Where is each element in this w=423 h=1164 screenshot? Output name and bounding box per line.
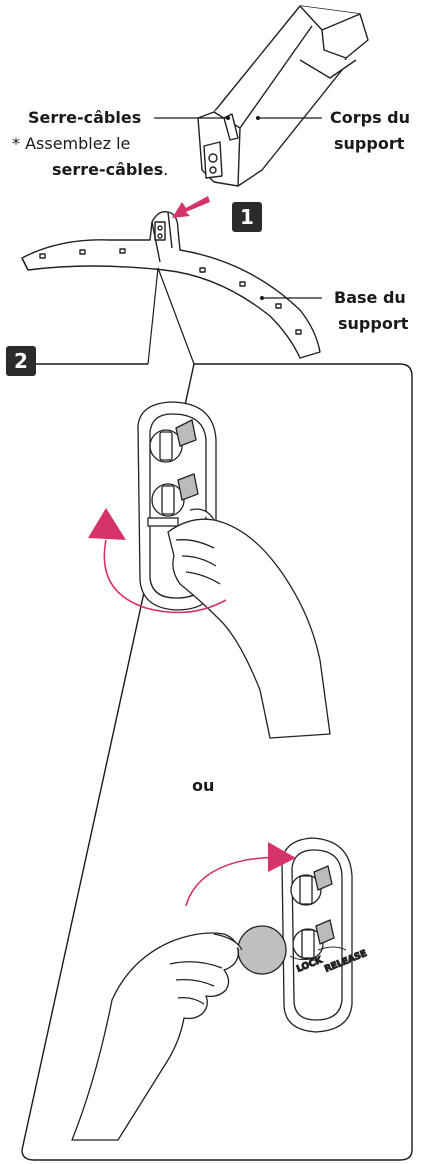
assembly-note-line2: serre-câbles. [52,160,168,180]
cable-holder-label: Serre-câbles [28,108,141,128]
stand-body-label-line2: support [334,134,404,154]
coin [238,926,286,974]
step-2-badge: 2 [6,346,36,376]
rotate-arrowhead-1 [88,508,126,540]
stand-base-label-line2: support [338,314,408,334]
detail-plate-2 [282,838,352,1032]
stand-base-drawing [22,212,320,358]
hand-2 [72,933,242,1140]
step1-arrow [172,196,210,218]
assembly-note-bold: serre-câbles [52,160,163,179]
stand-base-label-line1: Base du [334,288,406,308]
zoom-lines [148,268,194,364]
stand-body-label-line1: Corps du [330,108,410,128]
detail-box [22,364,412,1160]
step-1-badge: 1 [232,202,262,232]
or-label: ou [192,776,214,796]
stand-body-drawing [198,6,368,186]
assembly-note-line1: * Assemblez le [12,134,130,154]
hand-1 [168,509,330,738]
assembly-note-period: . [163,160,168,179]
